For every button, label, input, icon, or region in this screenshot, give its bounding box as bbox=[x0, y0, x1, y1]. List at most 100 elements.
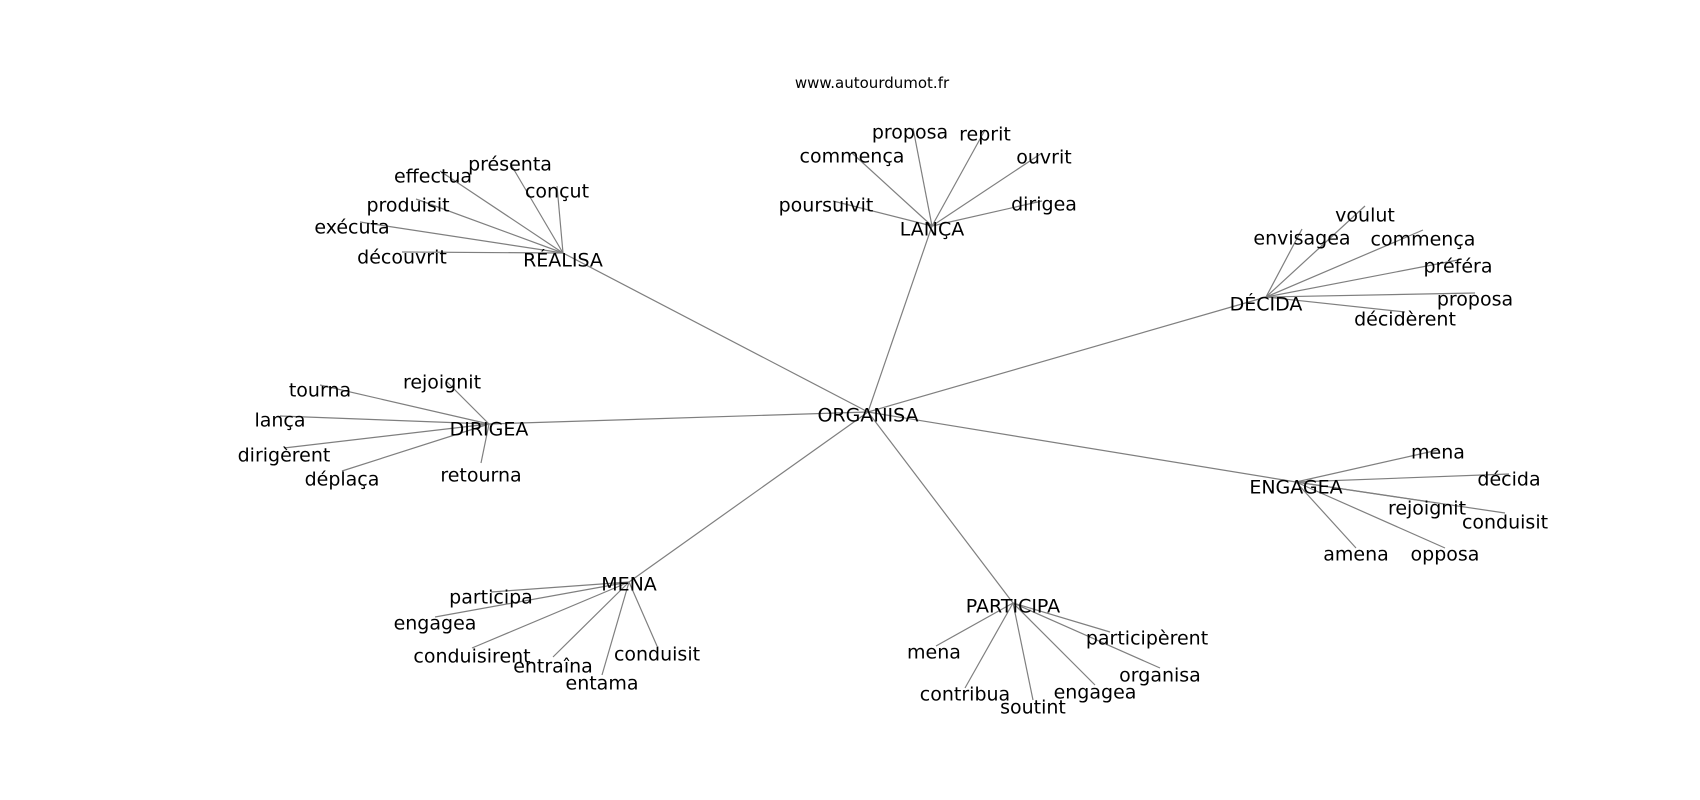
leaf-node-lanca-poursuivit: poursuivit bbox=[779, 195, 874, 217]
edge-participa-to-participerent bbox=[1012, 602, 1111, 633]
edge-engagea-to-opposa bbox=[1295, 481, 1446, 549]
leaf-node-lanca-dirigea: dirigea bbox=[1011, 194, 1077, 216]
edge-decida-to-prefera bbox=[1265, 259, 1459, 298]
leaf-node-realisa-decouvrit: découvrit bbox=[357, 247, 447, 269]
edge-center-to-lanca bbox=[867, 225, 933, 413]
leaf-node-participa-organisa: organisa bbox=[1119, 665, 1201, 687]
edge-mena-to-conduisit bbox=[628, 581, 658, 647]
leaf-node-mena-engagea: engagea bbox=[394, 613, 477, 635]
leaf-node-realisa-executa: exécuta bbox=[314, 217, 389, 239]
edge-participa-to-engagea bbox=[1012, 602, 1096, 686]
hub-node-lanca: LANÇA bbox=[900, 219, 965, 241]
leaf-node-engagea-opposa: opposa bbox=[1411, 544, 1480, 566]
leaf-node-participa-mena: mena bbox=[907, 642, 961, 664]
edge-center-to-mena bbox=[628, 411, 869, 583]
edge-decida-to-proposa bbox=[1265, 292, 1476, 298]
graph-edges bbox=[279, 127, 1510, 701]
leaf-node-realisa-effectua: effectua bbox=[394, 166, 472, 188]
leaf-node-participa-soutint: soutint bbox=[1000, 697, 1066, 719]
leaf-node-mena-entama: entama bbox=[566, 673, 639, 695]
edge-realisa-to-decouvrit bbox=[401, 251, 564, 254]
edge-center-to-dirigea bbox=[488, 411, 869, 425]
leaf-node-engagea-amena: amena bbox=[1323, 544, 1389, 566]
leaf-node-mena-conduisirent: conduisirent bbox=[413, 646, 530, 668]
leaf-node-decida-deciderent: décidèrent bbox=[1354, 309, 1456, 331]
edge-lanca-to-reprit bbox=[931, 129, 986, 227]
leaf-node-participa-engagea: engagea bbox=[1054, 682, 1137, 704]
leaf-node-dirigea-retourna: retourna bbox=[440, 465, 521, 487]
hub-node-dirigea: DIRIGEA bbox=[450, 419, 529, 441]
hub-node-participa: PARTICIPA bbox=[966, 596, 1060, 618]
edge-decida-to-commenca bbox=[1265, 229, 1424, 298]
edge-mena-to-participa bbox=[490, 581, 630, 593]
edge-lanca-to-dirigea bbox=[931, 200, 1043, 227]
leaf-node-participa-participerent: participèrent bbox=[1086, 628, 1208, 650]
edge-decida-to-deciderent bbox=[1265, 296, 1406, 313]
edge-lanca-to-commenca bbox=[851, 152, 933, 227]
edge-lanca-to-ouvrit bbox=[931, 152, 1043, 227]
leaf-node-lanca-ouvrit: ouvrit bbox=[1016, 147, 1071, 169]
leaf-node-engagea-decida: décida bbox=[1477, 469, 1540, 491]
leaf-node-dirigea-deplaca: déplaça bbox=[305, 469, 380, 491]
leaf-node-mena-entraina: entraîna bbox=[513, 656, 593, 678]
leaf-node-mena-conduisit: conduisit bbox=[614, 644, 700, 666]
leaf-node-dirigea-lanca: lança bbox=[254, 410, 305, 432]
edge-dirigea-to-tourna bbox=[319, 384, 490, 425]
edge-dirigea-to-dirigerent bbox=[283, 423, 490, 449]
leaf-node-mena-participa: participa bbox=[449, 587, 533, 609]
edge-center-to-participa bbox=[867, 411, 1014, 604]
leaf-node-decida-envisagea: envisagea bbox=[1253, 228, 1350, 250]
edge-participa-to-contribua bbox=[964, 602, 1014, 689]
edge-engagea-to-decida bbox=[1295, 473, 1510, 483]
edge-dirigea-to-rejoignit bbox=[445, 380, 490, 425]
edge-realisa-to-presenta bbox=[509, 162, 564, 254]
leaf-node-participa-contribua: contribua bbox=[920, 684, 1010, 706]
center-node-label: ORGANISA bbox=[817, 405, 918, 427]
edge-dirigea-to-deplaca bbox=[341, 423, 490, 472]
edge-realisa-to-executa bbox=[359, 221, 564, 254]
edge-decida-to-voulut bbox=[1265, 205, 1366, 298]
edge-mena-to-entama bbox=[601, 581, 630, 676]
leaf-node-decida-commenca: commença bbox=[1371, 229, 1476, 251]
leaf-node-decida-voulut: voulut bbox=[1335, 205, 1395, 227]
edge-mena-to-engagea bbox=[434, 581, 630, 618]
leaf-node-lanca-commenca: commença bbox=[800, 146, 905, 168]
edge-realisa-to-produisit bbox=[415, 198, 564, 254]
leaf-node-decida-proposa: proposa bbox=[1437, 289, 1513, 311]
leaf-node-realisa-produisit: produisit bbox=[366, 195, 449, 217]
edge-engagea-to-conduisit bbox=[1295, 481, 1506, 514]
hub-node-realisa: RÉALISA bbox=[523, 249, 603, 272]
edge-engagea-to-mena bbox=[1295, 449, 1439, 483]
edge-participa-to-mena bbox=[935, 602, 1014, 647]
leaf-node-dirigea-rejoignit: rejoignit bbox=[403, 372, 481, 394]
hub-node-mena: MENA bbox=[601, 574, 657, 596]
edge-center-to-decida bbox=[867, 296, 1267, 413]
leaf-node-realisa-presenta: présenta bbox=[468, 154, 552, 176]
edge-center-to-realisa bbox=[562, 252, 869, 413]
edge-mena-to-conduisirent bbox=[471, 581, 630, 649]
graph-labels: ORGANISA LANÇA proposa reprit commença ouvrit… bbox=[238, 122, 1548, 719]
leaf-node-engagea-rejoignit: rejoignit bbox=[1388, 498, 1466, 520]
edge-lanca-to-poursuivit bbox=[832, 200, 933, 227]
leaf-node-lanca-proposa: proposa bbox=[872, 122, 948, 144]
edge-center-to-engagea bbox=[867, 411, 1297, 483]
site-watermark: www.autourdumot.fr bbox=[795, 74, 950, 92]
leaf-node-dirigea-tourna: tourna bbox=[289, 380, 351, 402]
leaf-node-engagea-mena: mena bbox=[1411, 442, 1465, 464]
leaf-node-realisa-concut: conçut bbox=[525, 181, 589, 203]
leaf-node-dirigea-dirigerent: dirigèrent bbox=[238, 445, 331, 467]
leaf-node-decida-prefera: préféra bbox=[1424, 256, 1493, 278]
edge-participa-to-organisa bbox=[1012, 602, 1161, 669]
edge-participa-to-soutint bbox=[1012, 602, 1034, 701]
edge-mena-to-entraina bbox=[552, 581, 630, 658]
edge-engagea-to-amena bbox=[1295, 481, 1357, 549]
hub-node-decida: DÉCIDA bbox=[1230, 293, 1303, 316]
edge-dirigea-to-retourna bbox=[480, 423, 490, 464]
leaf-node-engagea-conduisit: conduisit bbox=[1462, 512, 1548, 534]
edge-dirigea-to-lanca bbox=[279, 415, 490, 425]
edge-realisa-to-effectua bbox=[439, 170, 564, 254]
leaf-node-lanca-reprit: reprit bbox=[959, 124, 1011, 146]
hub-node-engagea: ENGAGEA bbox=[1249, 477, 1342, 499]
